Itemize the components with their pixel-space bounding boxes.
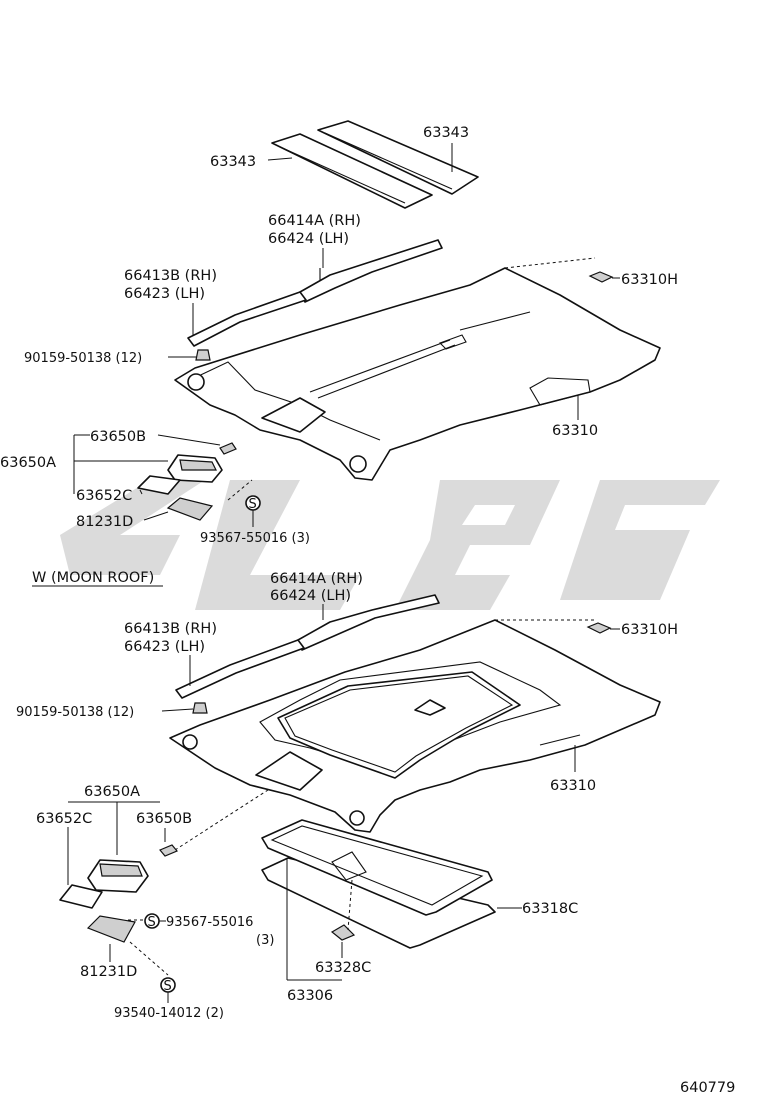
label-63343-top: 63343 [423, 125, 469, 141]
dash-screw-3 [129, 941, 169, 976]
moon-roof-heading: W (MOON ROOF) [32, 570, 154, 586]
screw-mark-2: S [148, 915, 156, 930]
bracket-63652c-1 [137, 475, 181, 495]
label-63310-2: 63310 [550, 778, 596, 794]
dash-63328c [347, 879, 353, 931]
lens-81231d-2 [86, 915, 136, 943]
label-66424-2: 66424 (LH) [270, 588, 351, 604]
handle-63328c [330, 924, 356, 941]
watermark-logo [60, 480, 720, 610]
lamp-63650a-2 [87, 859, 149, 893]
pad-63343-right [317, 120, 479, 195]
label-63343-left: 63343 [210, 154, 256, 170]
label-81231d-1: 81231D [76, 514, 133, 530]
label-66423-2: 66423 (LH) [124, 639, 205, 655]
rail-66413b-2 [175, 639, 305, 699]
leader-63652c-1 [139, 489, 143, 495]
label-63652c-1: 63652C [76, 488, 132, 504]
label-93540: 93540-14012 (2) [114, 1006, 224, 1021]
rail-66413b-1 [187, 291, 307, 347]
screw-mark-1: S [249, 497, 257, 512]
rail-66414a-2 [297, 594, 440, 651]
label-66413b-1: 66413B (RH) [124, 268, 217, 284]
label-63652c-2: 63652C [36, 811, 92, 827]
label-93567-2: 93567-55016 [166, 915, 253, 930]
label-63650b-2: 63650B [136, 811, 192, 827]
dash-63310h-1 [504, 257, 596, 269]
label-63318c: 63318C [522, 901, 578, 917]
sunshade-panel-63306 [261, 819, 493, 916]
label-66424-1: 66424 (LH) [268, 231, 349, 247]
screw-93540: S [160, 977, 176, 994]
label-90159-1: 90159-50138 (12) [24, 351, 142, 366]
clip-90159-2 [192, 702, 208, 714]
label-63306: 63306 [287, 988, 333, 1004]
label-66414a-2: 66414A (RH) [270, 571, 363, 587]
rail-66414a-1 [299, 239, 443, 303]
screw-mark-3: S [164, 979, 172, 994]
leader-63343-left [267, 157, 293, 161]
lamp-63650a-1 [167, 454, 223, 483]
label-90159-2: 90159-50138 (12) [16, 705, 134, 720]
headliner-63310-upper [174, 267, 661, 481]
label-63310h-2: 63310H [621, 622, 678, 638]
label-63310-1: 63310 [552, 423, 598, 439]
screw-93567-2: S [144, 913, 160, 930]
label-81231d-2: 81231D [80, 964, 137, 980]
dash-screw-1 [227, 479, 253, 501]
label-93567-2-qty: (3) [256, 933, 274, 948]
leader-90159-2 [161, 708, 194, 712]
label-63650b-1: 63650B [90, 429, 146, 445]
pad-63343-left [271, 133, 433, 209]
label-63650a-2: 63650A [84, 784, 140, 800]
cover-63650b-2 [159, 844, 178, 857]
bracket-63652c-2 [59, 884, 103, 909]
dash-63650b-2 [174, 789, 269, 851]
label-66413b-2: 66413B (RH) [124, 621, 217, 637]
figure-number: 640779 [680, 1080, 735, 1096]
label-66423-1: 66423 (LH) [124, 286, 205, 302]
cover-63650b-1 [219, 442, 237, 455]
lens-81231d-1 [166, 497, 214, 521]
leader-81231d-1 [143, 511, 169, 521]
label-93567-1: 93567-55016 (3) [200, 531, 310, 546]
clip-90159-1 [195, 349, 211, 361]
headliner-63310-lower [169, 619, 661, 833]
leader-63650b-1-b [157, 434, 221, 446]
label-63310h-1: 63310H [621, 272, 678, 288]
clip-63310h-1 [588, 271, 614, 283]
label-66414a-1: 66414A (RH) [268, 213, 361, 229]
clip-63310h-2 [586, 622, 612, 634]
label-63328c: 63328C [315, 960, 371, 976]
label-63650a-1: 63650A [0, 455, 56, 471]
